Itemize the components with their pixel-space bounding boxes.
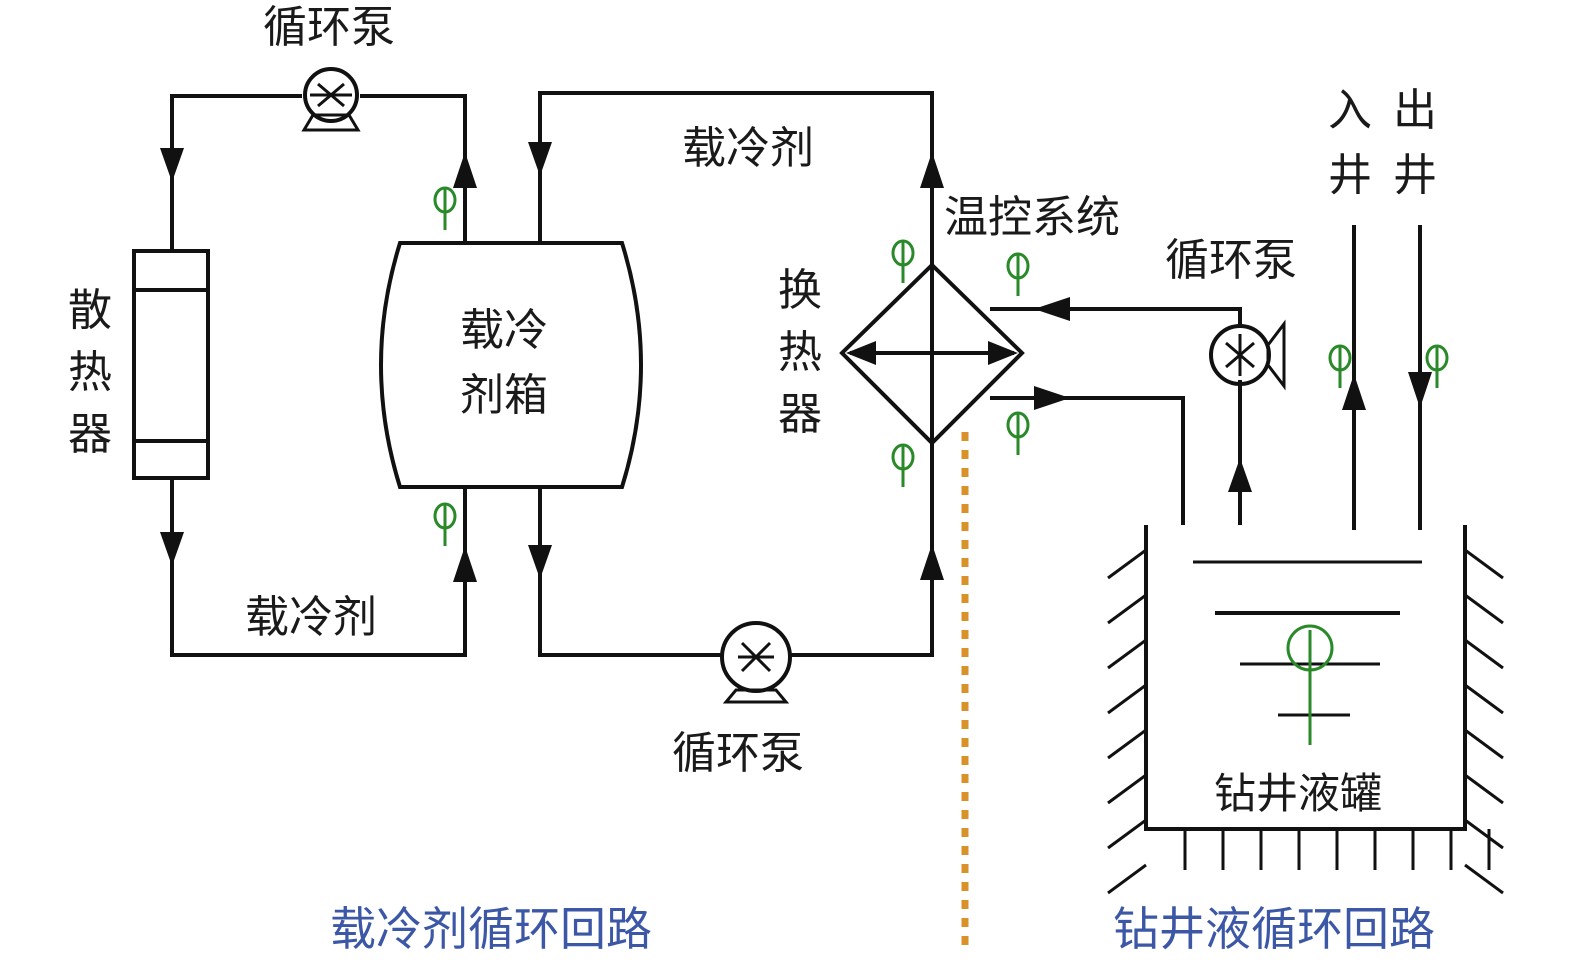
pump-bottom-icon xyxy=(720,621,792,704)
mud-loop-caption: 钻井液循环回路 xyxy=(1113,902,1435,956)
pump-top-label: 循环泵 xyxy=(263,2,395,53)
radiator-label-1: 散 xyxy=(68,285,112,336)
mud-loop-pipes xyxy=(990,307,1242,525)
temperature-sensor-icon xyxy=(891,239,915,283)
radiator-loop-pipes xyxy=(170,94,467,657)
arrow-right-icon xyxy=(1034,386,1070,410)
arrow-left-icon xyxy=(1034,297,1070,321)
coolant-loop-pipes xyxy=(538,91,934,657)
hx-label-3: 器 xyxy=(778,389,822,440)
coolant-top-label: 载冷剂 xyxy=(682,123,814,174)
mud-tank-label: 钻井液罐 xyxy=(1214,769,1382,818)
radiator-label-2: 热 xyxy=(68,347,112,398)
temperature-sensor-icon xyxy=(433,502,457,546)
temperature-sensor-icon xyxy=(891,443,915,487)
arrow-down-icon xyxy=(1408,372,1432,408)
ground-hatching xyxy=(1107,548,1504,895)
well-out-label-1: 出 xyxy=(1393,85,1437,136)
radiator-label-3: 器 xyxy=(68,409,112,460)
pump-right-label: 循环泵 xyxy=(1165,235,1297,286)
temp-control-label: 温控系统 xyxy=(944,192,1120,243)
arrow-up-icon xyxy=(453,152,477,188)
arrow-up-icon xyxy=(1228,458,1252,492)
temperature-sensor-icon xyxy=(1006,252,1030,296)
pump-right-icon xyxy=(1209,319,1286,391)
temperature-sensor-icon xyxy=(433,186,457,230)
tank-label-1: 载冷 xyxy=(460,305,548,356)
hx-label-1: 换 xyxy=(778,265,822,316)
well-in-label-1: 入 xyxy=(1328,85,1372,136)
tank-label-2: 剂箱 xyxy=(460,370,548,421)
heat-exchanger-icon xyxy=(839,262,1025,446)
hx-label-2: 热 xyxy=(778,327,822,378)
arrow-down-icon xyxy=(160,532,184,566)
sensors xyxy=(433,186,1449,745)
arrow-down-icon xyxy=(528,545,552,579)
temperature-sensor-icon xyxy=(1425,344,1449,388)
coolant-bottom-label: 载冷剂 xyxy=(245,592,377,643)
well-out-label-2: 井 xyxy=(1393,150,1437,201)
arrow-up-icon xyxy=(453,546,477,582)
pump-top-icon xyxy=(301,67,361,132)
temperature-sensor-icon xyxy=(1328,344,1352,388)
tank-thermometer-icon xyxy=(1286,624,1334,745)
well-in-label-2: 井 xyxy=(1328,150,1372,201)
arrow-up-icon xyxy=(1342,374,1366,410)
pump-bottom-label: 循环泵 xyxy=(672,728,804,779)
arrow-up-icon xyxy=(920,544,944,580)
arrow-down-icon xyxy=(528,142,552,176)
coolant-loop-caption: 载冷剂循环回路 xyxy=(330,902,652,956)
coolant-tank-icon xyxy=(379,241,643,489)
arrow-up-icon xyxy=(920,152,944,188)
arrow-down-icon xyxy=(160,148,184,182)
temperature-sensor-icon xyxy=(1006,411,1030,455)
radiator-icon xyxy=(132,249,210,480)
